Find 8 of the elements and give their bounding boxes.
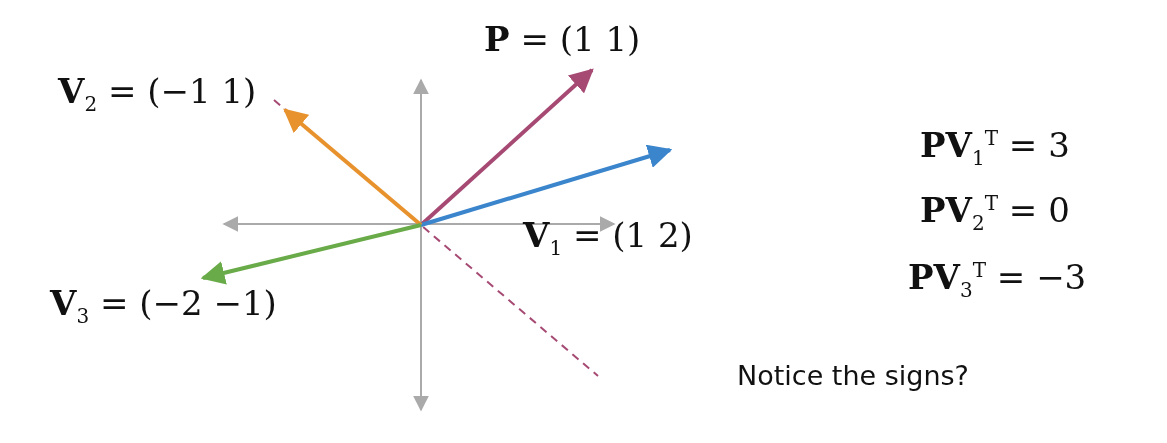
equation-label: V$_{3}$ = (−2 −1) — [50, 286, 277, 326]
equation-label: PV$_{3}$$^{T}$ = −3 — [908, 260, 1087, 301]
equation-label: V$_{2}$ = (−1 1) — [58, 74, 257, 114]
equation-label: V$_{1}$ = (1 2) — [523, 218, 693, 258]
equation-label: PV$_{2}$$^{T}$ = 0 — [920, 193, 1070, 234]
note-text: Notice the signs? — [737, 362, 969, 389]
equation-label: P = (1 1) — [484, 22, 641, 56]
equation-label: PV$_{1}$$^{T}$ = 3 — [920, 128, 1070, 169]
